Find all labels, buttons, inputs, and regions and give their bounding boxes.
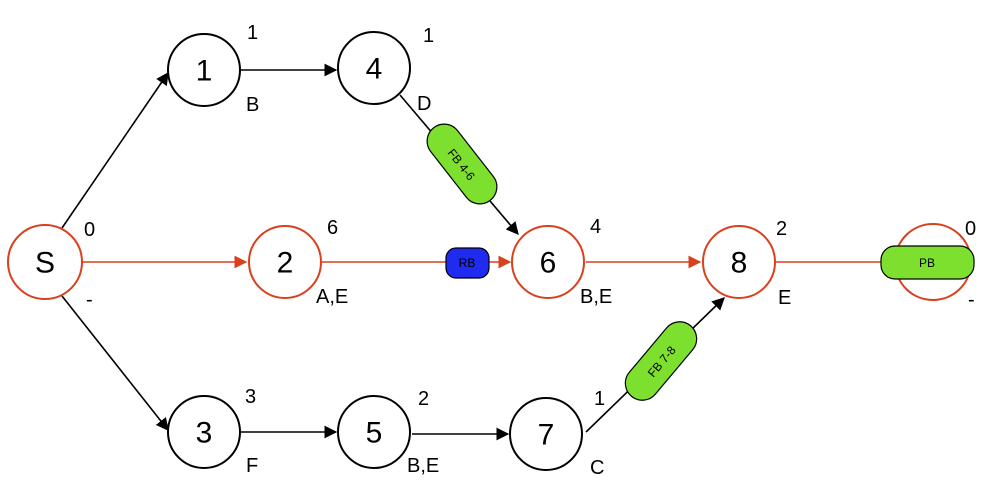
project-buffer[interactable]: PB — [880, 245, 975, 280]
node-4-bottom-value: D — [417, 93, 431, 115]
node-5-bottom-value: B,E — [407, 455, 439, 477]
node-2[interactable]: 2 6 A,E — [248, 217, 348, 308]
node-8-label: 8 — [731, 247, 748, 280]
node-s-bottom-value: - — [86, 289, 93, 311]
edge-s-3 — [61, 295, 169, 432]
node-1-top-value: 1 — [247, 22, 258, 44]
node-7-label: 7 — [538, 419, 555, 452]
node-s-top-value: 0 — [84, 219, 95, 241]
node-6-bottom-value: B,E — [580, 286, 612, 308]
project-buffer-label: PB — [919, 256, 935, 270]
node-7[interactable]: 7 1 C — [509, 388, 605, 479]
node-6[interactable]: 6 4 B,E — [511, 216, 612, 308]
node-1[interactable]: 1 1 B — [167, 22, 259, 116]
feeding-buffer-7-8[interactable]: FB 7-8 — [618, 315, 703, 407]
node-7-bottom-value: C — [590, 457, 604, 479]
node-4[interactable]: 4 1 D — [337, 25, 434, 115]
node-8[interactable]: 8 2 E — [702, 218, 791, 309]
node-5-label: 5 — [366, 417, 383, 450]
node-end-top-value: 0 — [965, 218, 976, 240]
node-1-label: 1 — [196, 55, 213, 88]
node-2-top-value: 6 — [327, 217, 338, 239]
edge-s-1 — [61, 71, 169, 229]
feeding-buffer-4-6[interactable]: FB 4-6 — [420, 117, 503, 210]
node-s-label: S — [35, 247, 55, 280]
node-3[interactable]: 3 3 F — [167, 386, 258, 477]
resource-buffer[interactable]: RB — [445, 247, 490, 279]
resource-buffer-label: RB — [459, 256, 476, 270]
node-5[interactable]: 5 2 B,E — [337, 388, 439, 477]
node-3-top-value: 3 — [245, 386, 256, 408]
node-5-top-value: 2 — [418, 388, 429, 410]
node-7-top-value: 1 — [594, 388, 605, 410]
node-6-top-value: 4 — [590, 216, 601, 238]
node-s[interactable]: S 0 - — [7, 219, 95, 311]
node-8-top-value: 2 — [776, 218, 787, 240]
node-3-bottom-value: F — [246, 455, 258, 477]
node-8-bottom-value: E — [778, 287, 791, 309]
node-2-bottom-value: A,E — [316, 286, 348, 308]
node-end-bottom-value: - — [968, 289, 975, 311]
node-4-top-value: 1 — [423, 25, 434, 47]
node-3-label: 3 — [196, 417, 213, 450]
node-2-label: 2 — [277, 247, 294, 280]
node-1-bottom-value: B — [246, 94, 259, 116]
node-6-label: 6 — [540, 247, 557, 280]
node-4-label: 4 — [366, 53, 383, 86]
